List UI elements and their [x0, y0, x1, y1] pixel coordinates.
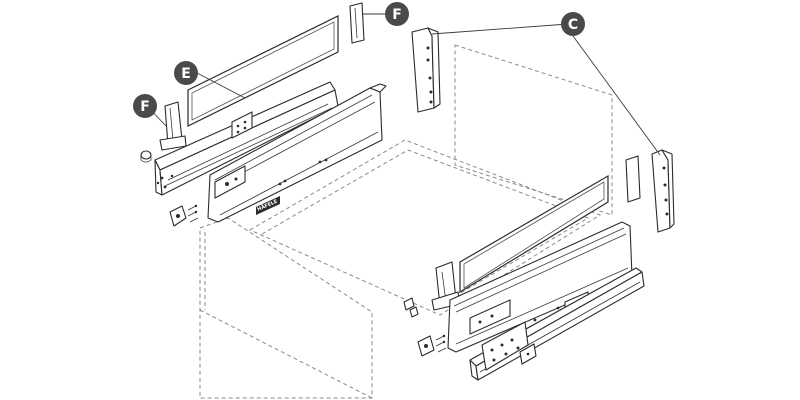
callout-c-label: C [568, 17, 578, 33]
leader-c-left [431, 23, 569, 35]
back-panel-right [459, 174, 609, 294]
screw-cap-left [140, 150, 152, 163]
front-fixing-clip-right [403, 297, 447, 357]
cabinet-front-panel-outline [199, 217, 373, 399]
leader-c-right [572, 35, 661, 156]
cabinet-front-edge-outline [199, 232, 373, 399]
rear-corner-bracket-c-left [411, 27, 441, 113]
callout-f-top-circle [385, 2, 409, 26]
callout-f-top: F [385, 2, 409, 26]
callout-e-circle [174, 61, 198, 85]
callout-c-circle [561, 12, 585, 36]
callout-f-left: F [133, 94, 157, 118]
callout-e: E [174, 61, 198, 85]
cabinet-bottom-inner-outline [261, 149, 590, 306]
brand-logo-plate [256, 196, 280, 215]
callout-f-left-circle [133, 94, 157, 118]
back-panel-e [187, 15, 339, 127]
front-fixing-clip-left [169, 204, 199, 227]
cabinet-bottom-outline [248, 139, 602, 316]
leader-e [196, 72, 246, 99]
callout-c: C [561, 12, 585, 36]
callout-f-top-label: F [392, 7, 402, 23]
right-drawer-runner [469, 267, 645, 381]
rear-bracket-f-left [159, 101, 187, 151]
rear-bracket-f-top [349, 2, 365, 44]
rear-bracket-f-right [625, 155, 641, 203]
callout-e-label: E [181, 66, 191, 82]
callout-f-left-label: F [140, 99, 150, 115]
leader-lines [146, 13, 661, 156]
rear-corner-bracket-c-right [651, 149, 675, 233]
